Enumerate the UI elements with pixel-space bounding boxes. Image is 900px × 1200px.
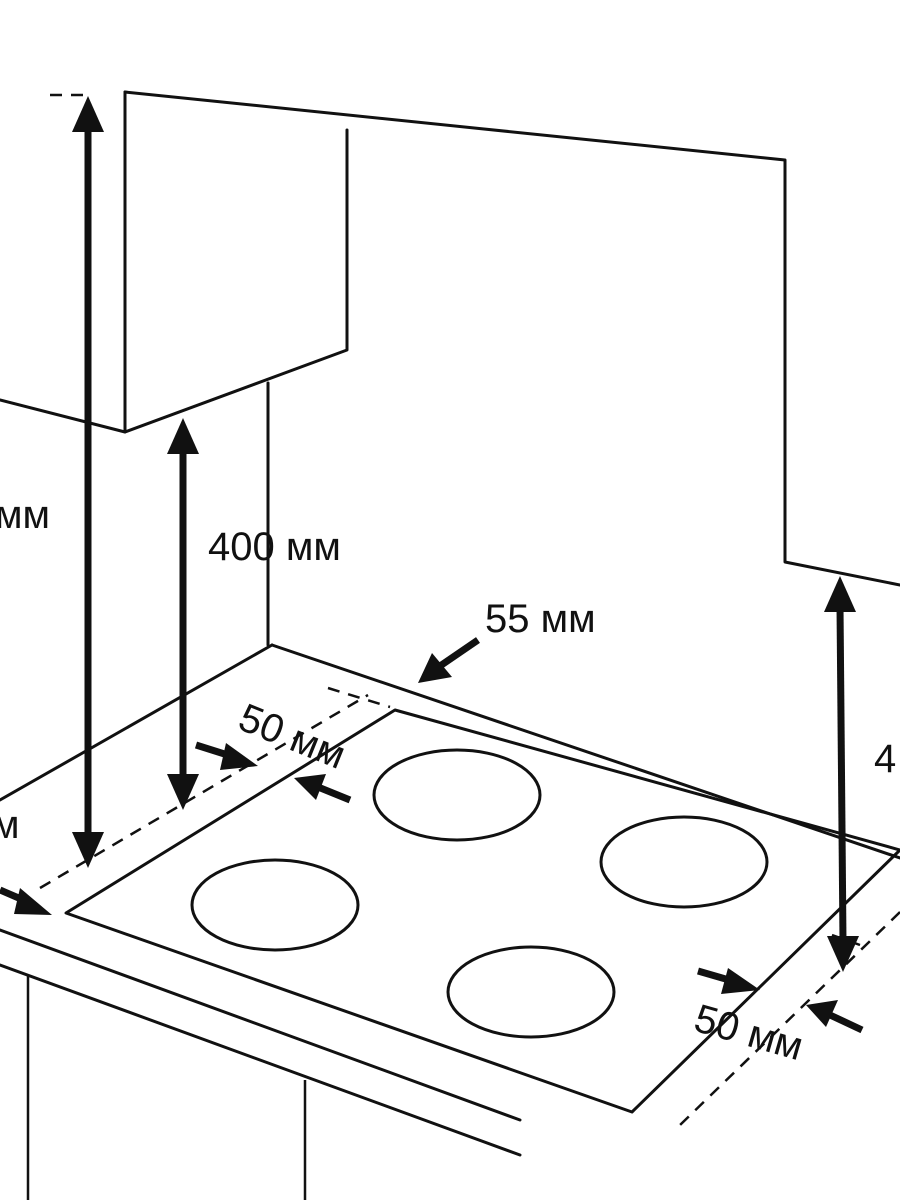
burners (190, 748, 769, 1039)
burner-front-right (446, 945, 616, 1039)
pointer-back-gap (418, 637, 480, 683)
back-wall (123, 90, 900, 647)
dim-arrow-right-clearance (824, 576, 859, 972)
offset-guides (39, 93, 900, 1126)
burner-back-left (372, 748, 542, 842)
pointer-left-edge (0, 886, 52, 915)
countertop (0, 643, 900, 1200)
label-hood-height: мм (0, 493, 50, 537)
label-cabinet-clearance: 400 мм (208, 525, 341, 569)
hob-plate (64, 708, 900, 1114)
burner-front-left (190, 858, 360, 952)
pointers-side-gap-right (697, 967, 864, 1034)
wall-cabinet (0, 90, 349, 434)
dim-arrow-cabinet-clearance (167, 418, 199, 810)
label-left-edge: м (0, 803, 20, 847)
dim-arrow-hood-height (72, 96, 104, 868)
label-back-gap: 55 мм (485, 597, 596, 641)
burner-back-right (599, 815, 769, 909)
pointers-side-gap-left (194, 741, 352, 804)
label-right-clearance: 4 (874, 737, 896, 781)
